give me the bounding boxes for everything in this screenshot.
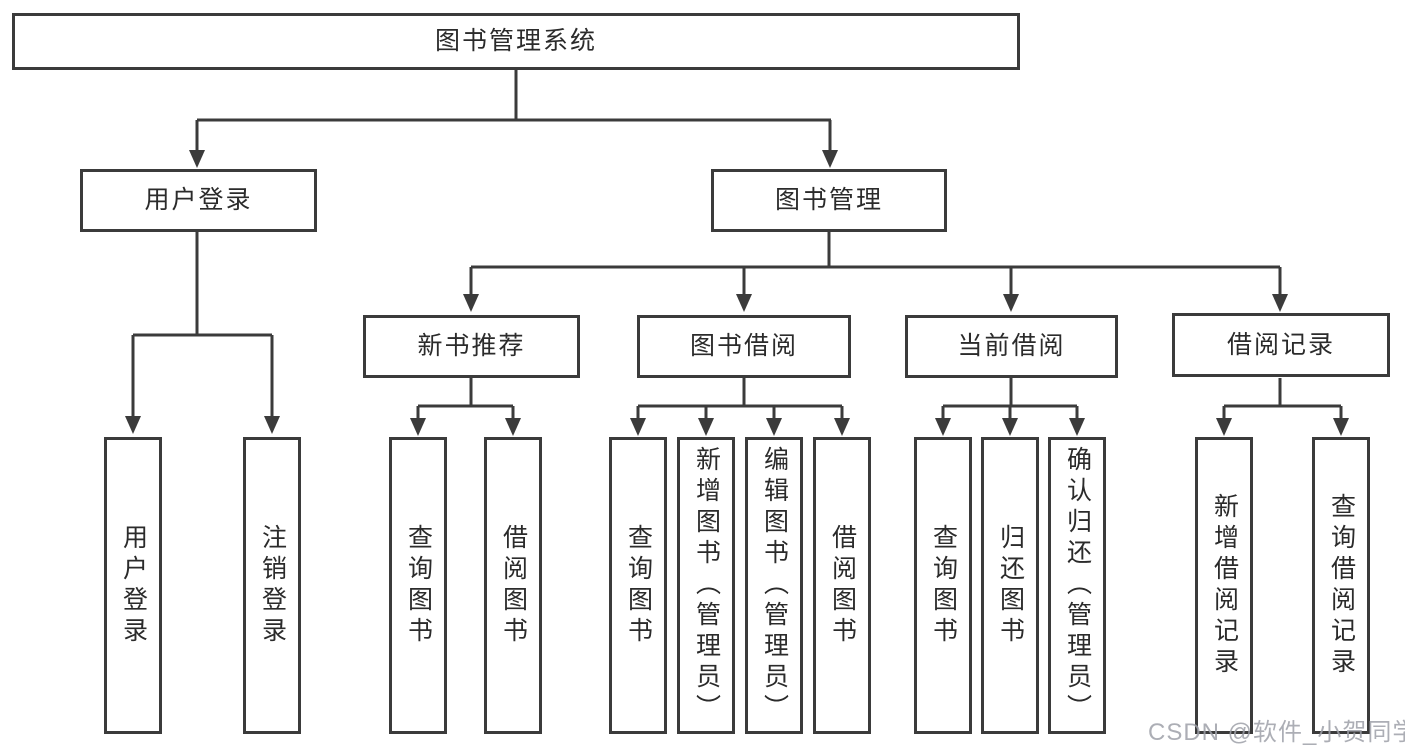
node-new-book-recommendation: 新书推荐 <box>363 315 580 378</box>
connector-user-login-children <box>131 232 274 418</box>
connector-line <box>636 378 844 421</box>
node-book-management: 图书管理 <box>711 169 947 232</box>
leaf-confirm-return-admin: 确认归还（管理员） <box>1048 437 1106 734</box>
arrowhead <box>822 150 838 168</box>
leaf-label: 确认归还（管理员） <box>1063 446 1092 725</box>
leaf-add-borrow-record: 新增借阅记录 <box>1195 437 1253 734</box>
connector-line <box>131 232 274 418</box>
arrowhead <box>935 418 951 436</box>
arrowhead <box>1069 418 1085 436</box>
arrowhead <box>1003 294 1019 312</box>
arrowhead <box>463 294 479 312</box>
leaf-query-books-current: 查询图书 <box>914 437 972 734</box>
csdn-watermark: CSDN @软件_小贺同学 <box>1148 719 1405 746</box>
arrowhead <box>736 294 752 312</box>
leaf-add-book-admin: 新增图书（管理员） <box>677 437 735 734</box>
leaf-label: 用户登录 <box>119 523 148 648</box>
leaf-label: 查询图书 <box>929 523 958 648</box>
node-label: 借阅记录 <box>1226 330 1335 359</box>
connector-book-borrowing-children <box>636 378 844 421</box>
arrowhead <box>505 418 521 436</box>
leaf-label: 归还图书 <box>996 523 1025 648</box>
leaf-label: 查询图书 <box>624 523 653 648</box>
arrowhead <box>630 418 646 436</box>
arrowhead <box>410 418 426 436</box>
arrowhead <box>698 418 714 436</box>
node-user-login: 用户登录 <box>80 169 317 232</box>
node-label: 图书管理系统 <box>434 27 597 55</box>
connector-line <box>195 70 832 152</box>
leaf-borrow-books-borrowing: 借阅图书 <box>813 437 871 734</box>
connector-line <box>416 378 515 421</box>
arrowhead <box>1333 418 1349 436</box>
arrowhead <box>189 150 205 168</box>
arrowheads <box>125 150 1349 436</box>
node-borrowing-records: 借阅记录 <box>1172 313 1390 377</box>
leaf-label: 查询借阅记录 <box>1327 492 1356 679</box>
connector-book-management-children <box>469 232 1282 296</box>
leaf-label: 借阅图书 <box>828 523 857 648</box>
connector-new-book-recommendation-children <box>416 378 515 421</box>
node-label: 图书管理 <box>774 186 883 214</box>
node-label: 当前借阅 <box>957 332 1066 360</box>
node-label: 图书借阅 <box>689 332 798 360</box>
leaf-user-login: 用户登录 <box>104 437 162 734</box>
leaf-label: 编辑图书（管理员） <box>760 446 789 725</box>
leaf-label: 新增借阅记录 <box>1210 492 1239 679</box>
node-current-borrowing: 当前借阅 <box>905 315 1118 378</box>
arrowhead <box>125 416 141 434</box>
leaf-return-books: 归还图书 <box>981 437 1039 734</box>
node-library-management-system: 图书管理系统 <box>12 13 1020 70</box>
arrowhead <box>264 416 280 434</box>
leaf-logout: 注销登录 <box>243 437 301 734</box>
arrowhead <box>834 418 850 436</box>
arrowhead <box>1216 418 1232 436</box>
connector-line <box>941 378 1079 421</box>
node-book-borrowing: 图书借阅 <box>637 315 851 378</box>
connector-root-to-level2 <box>195 70 832 152</box>
arrowhead <box>1002 418 1018 436</box>
leaf-label: 注销登录 <box>258 523 287 648</box>
leaf-query-books-borrowing: 查询图书 <box>609 437 667 734</box>
node-label: 新书推荐 <box>417 332 526 360</box>
leaf-label: 查询图书 <box>404 523 433 648</box>
connector-current-borrowing-children <box>941 378 1079 421</box>
leaf-query-borrow-record: 查询借阅记录 <box>1312 437 1370 734</box>
arrowhead <box>1272 294 1288 312</box>
connector-line <box>469 232 1282 296</box>
arrowhead <box>766 418 782 436</box>
leaf-label: 新增图书（管理员） <box>692 446 721 725</box>
leaf-borrow-books-recommend: 借阅图书 <box>484 437 542 734</box>
node-label: 用户登录 <box>144 186 253 214</box>
leaf-query-books-recommend: 查询图书 <box>389 437 447 734</box>
connector-line <box>1222 378 1343 421</box>
leaf-edit-book-admin: 编辑图书（管理员） <box>745 437 803 734</box>
connector-borrowing-records-children <box>1222 378 1343 421</box>
leaf-label: 借阅图书 <box>499 523 528 648</box>
